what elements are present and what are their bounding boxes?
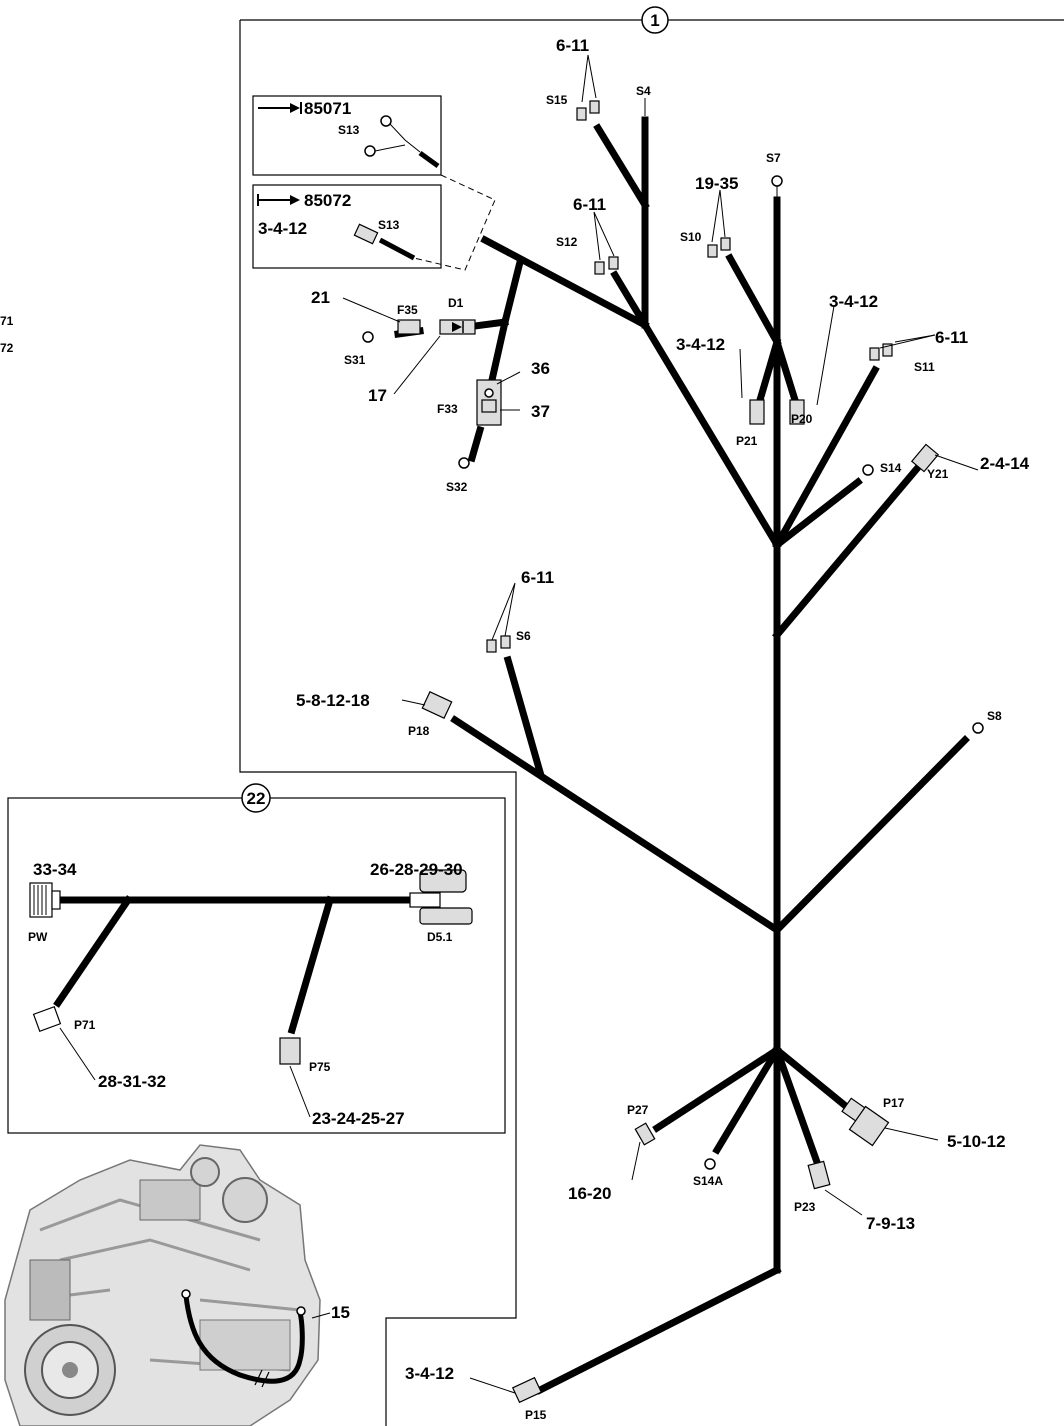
inset-85071-frame xyxy=(252,95,442,176)
engine-illustration xyxy=(4,1144,321,1426)
label-p15: P15 xyxy=(525,1408,547,1422)
callout-circle-22 xyxy=(241,783,271,813)
part-6-11-s12: 6-11 xyxy=(573,195,606,214)
s15-connectors xyxy=(576,100,600,121)
p71-connector xyxy=(32,1006,62,1032)
part-15: 15 xyxy=(331,1303,350,1322)
arrow-85071-icon xyxy=(258,102,302,114)
part-3-4-12-p15: 3-4-12 xyxy=(405,1364,454,1383)
part-6-11-s15: 6-11 xyxy=(556,36,589,55)
label-s15: S15 xyxy=(546,93,568,107)
label-p71: P71 xyxy=(74,1018,96,1032)
p27-connector xyxy=(634,1122,656,1146)
label-p20: P20 xyxy=(791,412,813,426)
part-21: 21 xyxy=(311,288,330,307)
part-6-11-s11: 6-11 xyxy=(935,328,968,347)
label-pw: PW xyxy=(28,930,48,944)
callout-circle-1 xyxy=(641,6,669,34)
pw-connector xyxy=(29,882,61,918)
part-26-28-29-30: 26-28-29-30 xyxy=(370,860,463,879)
p75-connector xyxy=(279,1037,301,1065)
s10-connectors xyxy=(707,237,731,258)
y21-connector xyxy=(910,443,940,473)
part-5-10-12: 5-10-12 xyxy=(947,1132,1006,1151)
d1-diode xyxy=(439,319,476,335)
part-2-4-14: 2-4-14 xyxy=(980,454,1030,473)
label-p75: P75 xyxy=(309,1060,331,1074)
label-d51: D5.1 xyxy=(427,930,453,944)
part-3-4-12-p21: 3-4-12 xyxy=(676,335,725,354)
s6-connectors xyxy=(486,635,511,653)
label-s11: S11 xyxy=(914,360,935,374)
label-s32: S32 xyxy=(446,480,468,494)
ring-terminals xyxy=(362,175,984,1170)
part-17: 17 xyxy=(368,386,387,405)
p18-connector xyxy=(421,690,453,720)
p15-connector xyxy=(511,1376,543,1404)
f35-fuse xyxy=(397,319,421,335)
sub-leader-lines xyxy=(59,1027,311,1118)
part-36: 36 xyxy=(531,359,550,378)
label-p21: P21 xyxy=(736,434,758,448)
arrow-85072-icon xyxy=(257,194,300,206)
label-s31: S31 xyxy=(344,353,366,367)
part-5-8-12-18: 5-8-12-18 xyxy=(296,691,370,710)
part-28-31-32: 28-31-32 xyxy=(98,1072,166,1091)
inset-85072-frame xyxy=(252,184,442,269)
label-d1: D1 xyxy=(448,296,464,310)
part-7-9-13: 7-9-13 xyxy=(866,1214,915,1233)
callout-22: 22 xyxy=(247,789,266,808)
label-s8: S8 xyxy=(987,709,1002,723)
part-3-4-12-s13: 3-4-12 xyxy=(258,219,307,238)
d51-connector xyxy=(409,869,473,925)
label-f35: F35 xyxy=(397,303,418,317)
s11-connectors xyxy=(869,343,893,361)
part-6-11-s6: 6-11 xyxy=(521,568,554,587)
label-p23: P23 xyxy=(794,1200,816,1214)
leader-lines xyxy=(342,54,979,1394)
f33-fuse-holder xyxy=(476,379,502,426)
part-33-34: 33-34 xyxy=(33,860,77,879)
inset-85071-terminals xyxy=(364,115,440,169)
p20-connector xyxy=(789,399,805,425)
main-harness-wires xyxy=(394,116,970,1395)
s12-connectors xyxy=(594,256,619,275)
label-s14a: S14A xyxy=(693,1174,723,1188)
callout-1: 1 xyxy=(650,11,659,30)
p23-connector xyxy=(807,1160,831,1190)
ref-85071: 85071 xyxy=(304,99,351,118)
label-s4: S4 xyxy=(636,84,651,98)
sub-harness-wires xyxy=(53,895,414,1035)
label-s10: S10 xyxy=(680,230,702,244)
label-s6: S6 xyxy=(516,629,531,643)
label-y21: Y21 xyxy=(927,467,949,481)
label-s13-b: S13 xyxy=(378,218,400,232)
p17-connector xyxy=(841,1097,890,1147)
p21-connector xyxy=(749,399,765,425)
inset-dashed-leader xyxy=(413,174,496,271)
part-23-24-25-27: 23-24-25-27 xyxy=(312,1109,405,1128)
label-p18: P18 xyxy=(408,724,430,738)
inset-85072-connector xyxy=(353,223,416,261)
label-s7: S7 xyxy=(766,151,781,165)
label-p17: P17 xyxy=(883,1096,905,1110)
part-37: 37 xyxy=(531,402,550,421)
label-s12: S12 xyxy=(556,235,578,249)
cut-ref-71: 71 xyxy=(0,314,14,328)
part-16-20: 16-20 xyxy=(568,1184,611,1203)
label-s13-a: S13 xyxy=(338,123,360,137)
cut-ref-72: 72 xyxy=(0,341,14,355)
part-19-35: 19-35 xyxy=(695,174,738,193)
label-p27: P27 xyxy=(627,1103,649,1117)
label-f33: F33 xyxy=(437,402,458,416)
label-s14: S14 xyxy=(880,461,902,475)
main-harness-frame xyxy=(239,19,1064,1426)
part-3-4-12-p20: 3-4-12 xyxy=(829,292,878,311)
ground-cable-15 xyxy=(181,1289,331,1388)
ref-85072: 85072 xyxy=(304,191,351,210)
